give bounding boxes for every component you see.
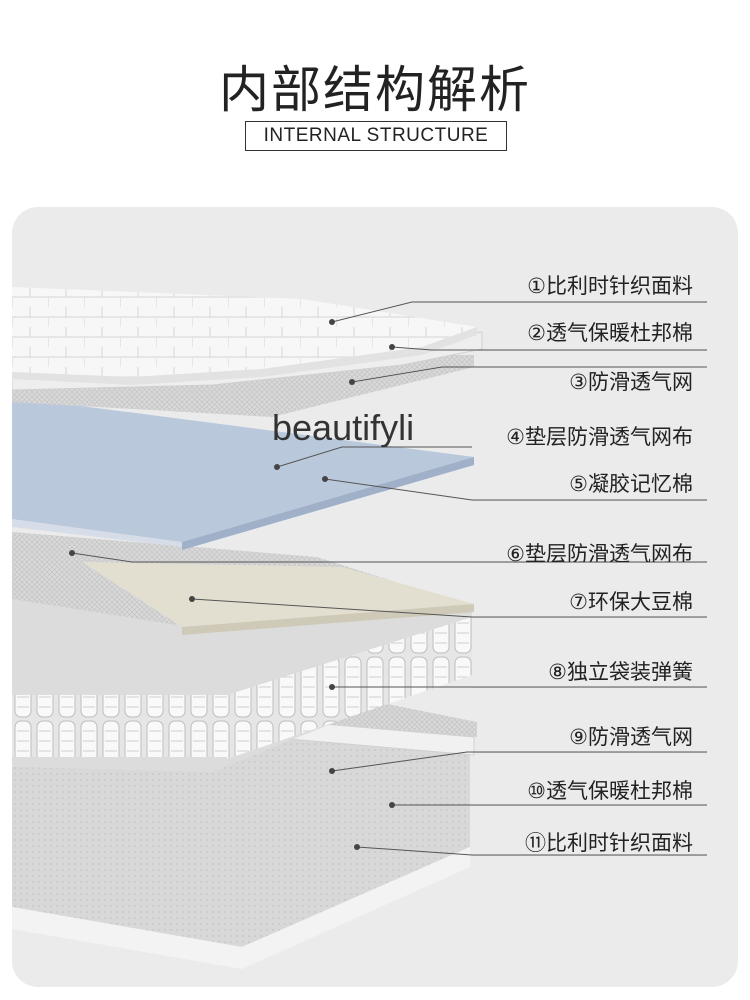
label-underline — [472, 350, 707, 351]
layer-pocket-springs — [12, 587, 472, 772]
layer-label-1: ①比利时针织面料 — [527, 274, 693, 298]
page-subtitle: INTERNAL STRUCTURE — [245, 121, 507, 151]
label-underline — [472, 500, 707, 501]
layer-label-10: ⑩透气保暖杜邦棉 — [527, 779, 693, 803]
watermark-text: beautifyli — [272, 407, 415, 448]
label-underline — [472, 752, 707, 753]
layer-top-fabric — [12, 287, 477, 385]
layer-label-5: ⑤凝胶记忆棉 — [569, 472, 693, 496]
layer-label-6: ⑥垫层防滑透气网布 — [506, 542, 693, 566]
layer-label-3: ③防滑透气网 — [569, 370, 693, 394]
label-underline — [472, 805, 707, 806]
label-underline — [472, 302, 707, 303]
label-underline — [472, 562, 707, 563]
layer-label-9: ⑨防滑透气网 — [569, 725, 693, 749]
page-title: 内部结构解析 — [219, 61, 531, 119]
leader-dots — [69, 319, 395, 850]
label-underline — [472, 617, 707, 618]
label-underline — [472, 687, 707, 688]
layer-label-11: ⑪比利时针织面料 — [525, 831, 693, 855]
layer-label-8: ⑧独立袋装弹簧 — [548, 660, 693, 684]
structure-panel: beautifyli ①比利时针织面料 ②透气保暖杜邦棉 ③防滑透气网 ④垫层防… — [12, 207, 738, 987]
layer-label-4: ④垫层防滑透气网布 — [506, 425, 693, 449]
label-underline — [472, 855, 707, 856]
mattress-layers-illustration — [12, 287, 707, 969]
layer-label-7: ⑦环保大豆棉 — [569, 590, 693, 614]
layer-gel-foam — [12, 397, 474, 550]
layer-label-2: ②透气保暖杜邦棉 — [527, 321, 693, 345]
